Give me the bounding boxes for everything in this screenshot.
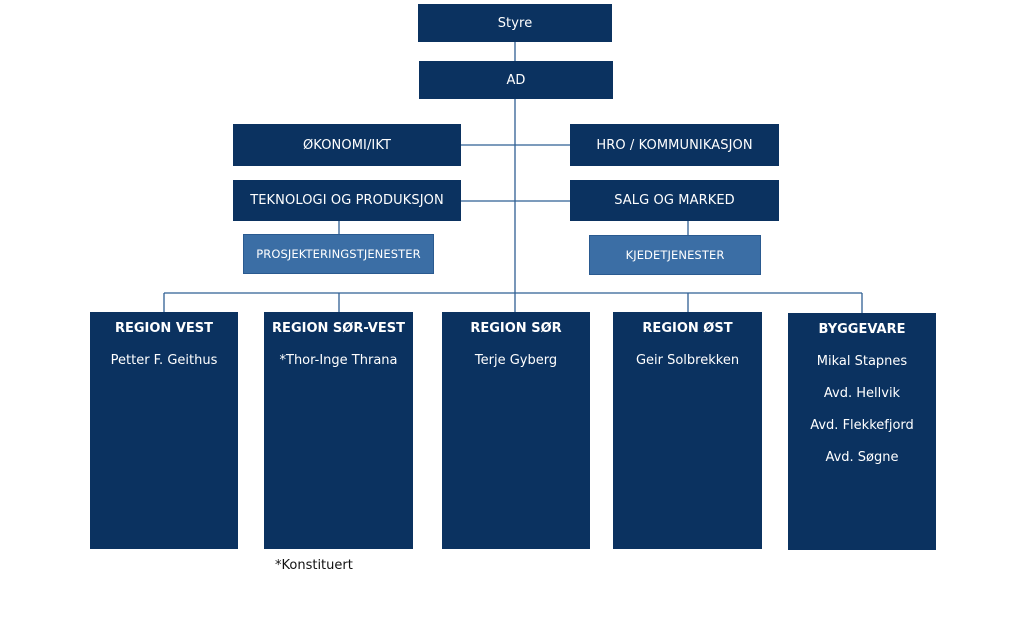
region-vest-manager: Petter F. Geithus [110, 353, 218, 368]
okonomi-ikt-box: ØKONOMI/IKT [233, 124, 461, 166]
board-label: Styre [497, 15, 533, 31]
region-sor-box: REGION SØR Terje Gyberg [442, 312, 590, 549]
region-sor-manager: Terje Gyberg [474, 353, 558, 368]
salg-marked-label: SALG OG MARKED [614, 193, 735, 208]
region-vest-title: REGION VEST [114, 321, 214, 336]
byggevare-dept-flekkefjord: Avd. Flekkefjord [810, 418, 914, 433]
kjedetjenester-box: KJEDETJENESTER [589, 235, 761, 275]
board-box: Styre [418, 4, 612, 42]
region-vest-box: REGION VEST Petter F. Geithus [90, 312, 238, 549]
region-ost-manager: Geir Solbrekken [635, 353, 740, 368]
region-sorvest-title: REGION SØR-VEST [272, 321, 405, 336]
region-ost-box: REGION ØST Geir Solbrekken [613, 312, 762, 549]
region-ost-title: REGION ØST [642, 321, 733, 336]
teknologi-produksjon-box: TEKNOLOGI OG PRODUKSJON [233, 180, 461, 221]
kjedetjenester-label: KJEDETJENESTER [625, 248, 725, 262]
hro-kommunikasjon-box: HRO / KOMMUNIKASJON [570, 124, 779, 166]
region-sorvest-box: REGION SØR-VEST *Thor-Inge Thrana [264, 312, 413, 549]
region-sor-title: REGION SØR [470, 321, 562, 336]
prosjekteringstjenester-box: PROSJEKTERINGSTJENESTER [243, 234, 434, 274]
salg-marked-box: SALG OG MARKED [570, 180, 779, 221]
byggevare-box: BYGGEVARE Mikal Stapnes Avd. Hellvik Avd… [788, 313, 936, 550]
teknologi-produksjon-label: TEKNOLOGI OG PRODUKSJON [250, 193, 444, 208]
byggevare-dept-hellvik: Avd. Hellvik [823, 386, 901, 401]
region-sorvest-manager: *Thor-Inge Thrana [279, 353, 398, 368]
okonomi-ikt-label: ØKONOMI/IKT [302, 137, 392, 153]
ceo-box: AD [419, 61, 613, 99]
byggevare-title: BYGGEVARE [818, 322, 906, 337]
ceo-label: AD [506, 72, 526, 88]
hro-kommunikasjon-label: HRO / KOMMUNIKASJON [596, 137, 753, 153]
byggevare-manager: Mikal Stapnes [816, 354, 908, 369]
byggevare-dept-sogne: Avd. Søgne [825, 450, 899, 465]
prosjekteringstjenester-label: PROSJEKTERINGSTJENESTER [256, 247, 421, 261]
footnote-konstituert: *Konstituert [275, 558, 353, 573]
